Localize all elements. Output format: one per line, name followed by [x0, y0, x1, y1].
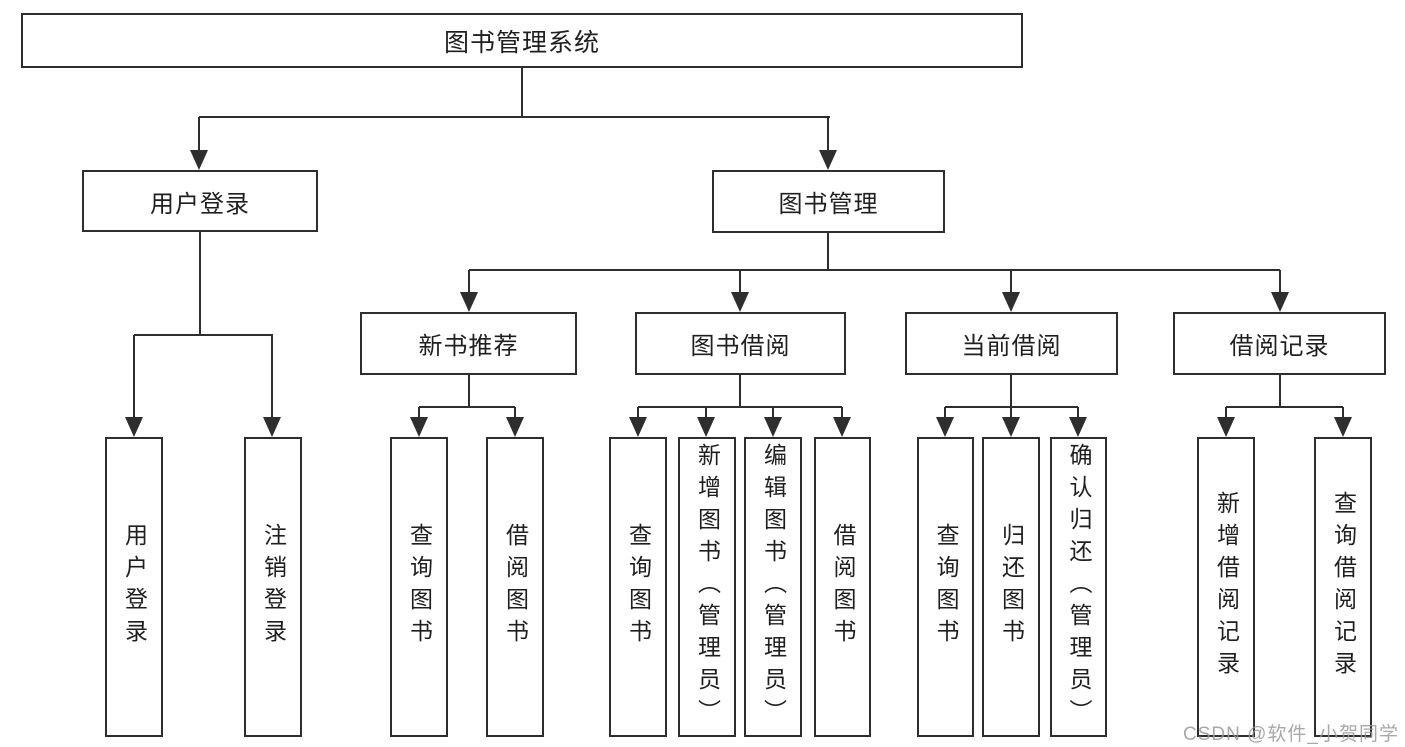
- csdn-watermark: CSDN @软件_小贺同学: [1183, 724, 1399, 745]
- connector-vline: [1342, 407, 1344, 419]
- connector-hline: [638, 406, 842, 408]
- connector-hline: [1226, 406, 1343, 408]
- leaf-borrow-books-recommend-label: 借阅图书: [502, 523, 529, 651]
- connector-vline: [198, 117, 200, 152]
- node-borrow-records-label: 借阅记录: [1229, 333, 1330, 360]
- node-current-borrow-label: 当前借阅: [961, 333, 1062, 360]
- connector-vline: [705, 407, 707, 419]
- leaf-add-borrow-record-label: 新增借阅记录: [1213, 491, 1240, 683]
- arrowhead-down-icon: [936, 417, 954, 437]
- node-user-login-label: 用户登录: [150, 190, 250, 218]
- arrowhead-down-icon: [731, 292, 749, 312]
- connector-vline: [1279, 270, 1281, 295]
- node-root-label: 图书管理系统: [443, 28, 600, 57]
- leaf-user-login-label: 用户登录: [121, 523, 148, 651]
- leaf-logout: 注销登录: [244, 437, 302, 737]
- connector-vline: [468, 270, 470, 295]
- connector-vline: [827, 233, 829, 271]
- node-new-book-recommend-label: 新书推荐: [418, 333, 519, 360]
- arrowhead-down-icon: [263, 417, 281, 437]
- node-book-borrow-label: 图书借阅: [690, 333, 791, 360]
- node-root: 图书管理系统: [21, 13, 1023, 68]
- arrowhead-down-icon: [1217, 417, 1235, 437]
- connector-vline: [739, 270, 741, 295]
- arrowhead-down-icon: [1271, 292, 1289, 312]
- arrowhead-down-icon: [410, 417, 428, 437]
- node-borrow-records: 借阅记录: [1173, 312, 1386, 375]
- leaf-confirm-return-admin-label: 确认归还（管理员）: [1066, 443, 1092, 731]
- connector-vline: [827, 117, 829, 152]
- leaf-query-books-current-label: 查询图书: [933, 523, 959, 651]
- connector-vline: [521, 68, 523, 118]
- arrowhead-down-icon: [1002, 417, 1020, 437]
- connector-vline: [944, 407, 946, 419]
- node-book-management-label: 图书管理: [778, 191, 879, 218]
- connector-vline: [468, 375, 470, 408]
- connector-vline: [133, 335, 135, 420]
- leaf-borrow-books-recommend: 借阅图书: [486, 437, 544, 737]
- arrowhead-down-icon: [833, 417, 851, 437]
- connector-vline: [637, 407, 639, 419]
- connector-vline: [1010, 270, 1012, 295]
- arrowhead-down-icon: [1002, 292, 1020, 312]
- connector-vline: [1225, 407, 1227, 419]
- leaf-query-borrow-record-label: 查询借阅记录: [1330, 491, 1357, 683]
- connector-hline: [199, 116, 830, 118]
- arrowhead-down-icon: [629, 417, 647, 437]
- connector-vline: [739, 375, 741, 408]
- connector-vline: [1077, 407, 1079, 419]
- leaf-query-books-current: 查询图书: [917, 437, 974, 737]
- leaf-add-books-admin-label: 新增图书（管理员）: [694, 443, 721, 731]
- leaf-confirm-return-admin: 确认归还（管理员）: [1050, 437, 1107, 737]
- leaf-add-borrow-record: 新增借阅记录: [1197, 437, 1255, 737]
- connector-vline: [271, 335, 273, 420]
- arrowhead-down-icon: [1069, 417, 1087, 437]
- arrowhead-down-icon: [697, 417, 715, 437]
- connector-vline: [1010, 375, 1012, 408]
- leaf-query-borrow-record: 查询借阅记录: [1314, 437, 1372, 737]
- connector-hline: [134, 334, 273, 336]
- node-book-management: 图书管理: [712, 170, 945, 233]
- connector-vline: [1010, 407, 1012, 419]
- arrowhead-down-icon: [190, 150, 208, 170]
- leaf-add-books-admin: 新增图书（管理员）: [678, 437, 736, 737]
- connector-vline: [514, 407, 516, 419]
- node-current-borrow: 当前借阅: [905, 312, 1118, 375]
- arrowhead-down-icon: [819, 150, 837, 170]
- arrowhead-down-icon: [125, 417, 143, 437]
- leaf-return-books-label: 归还图书: [998, 523, 1025, 651]
- leaf-query-books-borrow-label: 查询图书: [625, 523, 652, 651]
- leaf-edit-books-admin: 编辑图书（管理员）: [744, 437, 802, 737]
- arrowhead-down-icon: [460, 292, 478, 312]
- connector-hline: [469, 269, 1280, 271]
- node-new-book-recommend: 新书推荐: [360, 312, 577, 375]
- arrowhead-down-icon: [506, 417, 524, 437]
- leaf-query-books-recommend-label: 查询图书: [406, 523, 433, 651]
- arrowhead-down-icon: [764, 417, 782, 437]
- connector-vline: [841, 407, 843, 419]
- leaf-query-books-borrow: 查询图书: [609, 437, 667, 737]
- leaf-edit-books-admin-label: 编辑图书（管理员）: [760, 443, 787, 731]
- connector-vline: [772, 407, 774, 419]
- node-book-borrow: 图书借阅: [635, 312, 846, 375]
- connector-vline: [1279, 375, 1281, 408]
- connector-hline: [419, 406, 515, 408]
- leaf-query-books-recommend: 查询图书: [390, 437, 448, 737]
- node-user-login: 用户登录: [82, 170, 318, 232]
- arrowhead-down-icon: [1334, 417, 1352, 437]
- connector-vline: [418, 407, 420, 419]
- leaf-borrow-books: 借阅图书: [814, 437, 871, 737]
- leaf-borrow-books-label: 借阅图书: [830, 523, 856, 651]
- leaf-user-login: 用户登录: [105, 437, 163, 737]
- leaf-logout-label: 注销登录: [260, 523, 287, 651]
- connector-vline: [199, 232, 201, 336]
- leaf-return-books: 归还图书: [982, 437, 1040, 737]
